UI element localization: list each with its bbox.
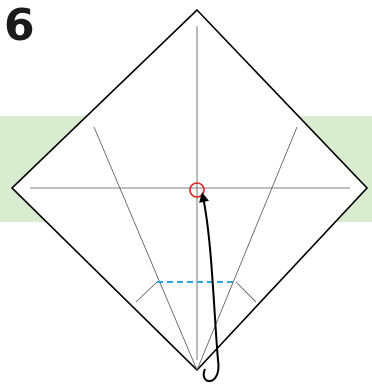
right-short-crease bbox=[235, 281, 257, 303]
red-circle-target-icon bbox=[189, 182, 205, 198]
fold-arrow-icon bbox=[199, 192, 220, 383]
left-diagonal-crease bbox=[93, 126, 198, 371]
right-diagonal-crease bbox=[196, 126, 298, 371]
step-number: 6 bbox=[4, 0, 35, 51]
left-short-crease bbox=[135, 281, 158, 303]
